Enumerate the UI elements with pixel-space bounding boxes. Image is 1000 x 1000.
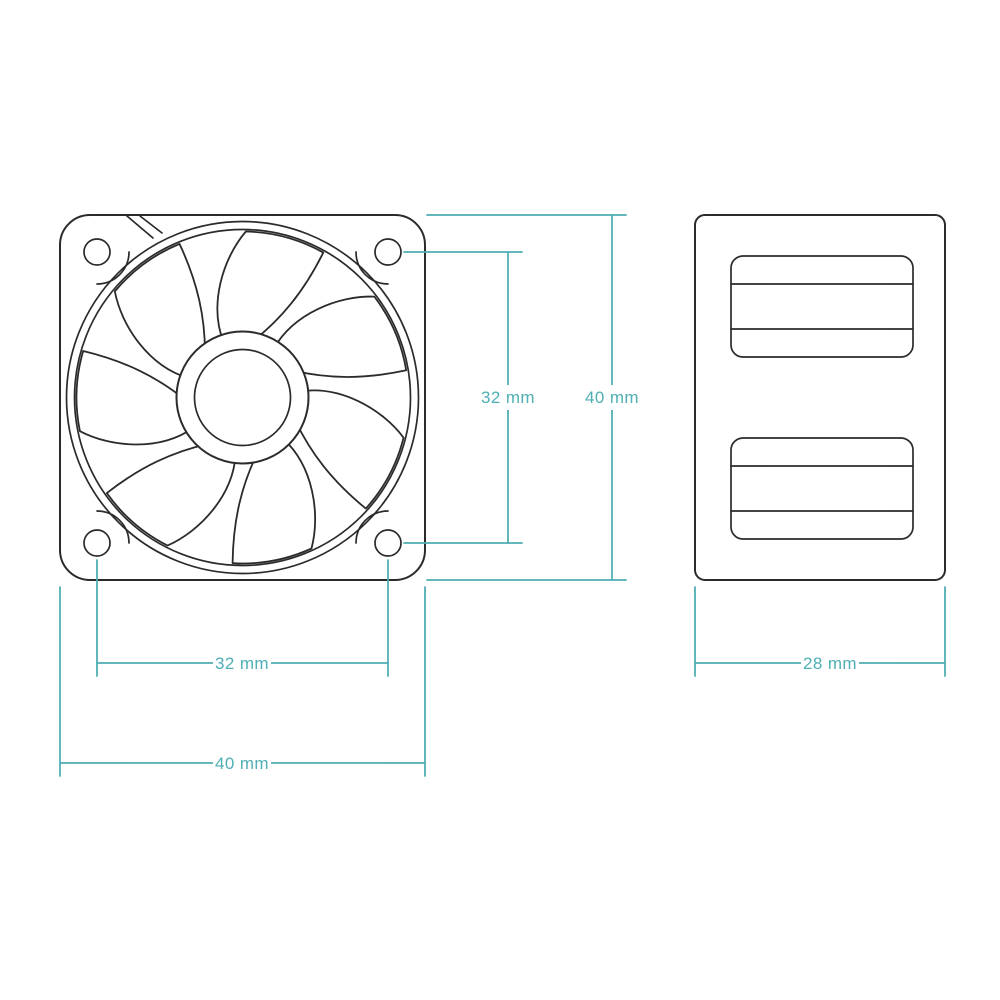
- label-background: [479, 385, 537, 410]
- hub-outer: [175, 330, 310, 465]
- label-background: [213, 751, 271, 776]
- mounting-tab-top: [730, 255, 914, 358]
- mounting-tab-bottom: [730, 437, 914, 540]
- dimension-label: 32 mm: [215, 654, 269, 673]
- side-view: [694, 214, 946, 581]
- cable-notch: [126, 215, 163, 239]
- dimension-frame-height: 40 mm: [426, 214, 641, 581]
- corner-post-arc: [355, 510, 389, 544]
- dimension-hole-spacing-vertical: 32 mm: [403, 251, 537, 544]
- corner-post-arc: [96, 510, 130, 544]
- venturi-ring-inner: [73, 228, 412, 567]
- side-frame: [694, 214, 946, 581]
- label-background: [213, 651, 271, 676]
- corner-post-arc: [96, 251, 130, 285]
- mounting-hole-bottom-left: [83, 529, 111, 557]
- label-background: [801, 651, 859, 676]
- dimension-label: 40 mm: [215, 754, 269, 773]
- dimension-label: 28 mm: [803, 654, 857, 673]
- label-background: [583, 385, 641, 410]
- mounting-hole-top-right: [374, 238, 402, 266]
- dimension-hole-spacing-horizontal: 32 mm: [96, 559, 389, 677]
- dimension-label: 32 mm: [481, 388, 535, 407]
- dimension-label: 40 mm: [585, 388, 639, 407]
- dimension-depth: 28 mm: [694, 586, 946, 677]
- front-view: [56, 214, 428, 588]
- fan-frame: [59, 214, 426, 581]
- dimension-frame-width: 40 mm: [59, 586, 426, 777]
- mounting-hole-bottom-right: [374, 529, 402, 557]
- hub-inner: [193, 348, 292, 447]
- mounting-hole-top-left: [83, 238, 111, 266]
- corner-post-arc: [355, 251, 389, 285]
- venturi-ring-outer: [65, 220, 420, 575]
